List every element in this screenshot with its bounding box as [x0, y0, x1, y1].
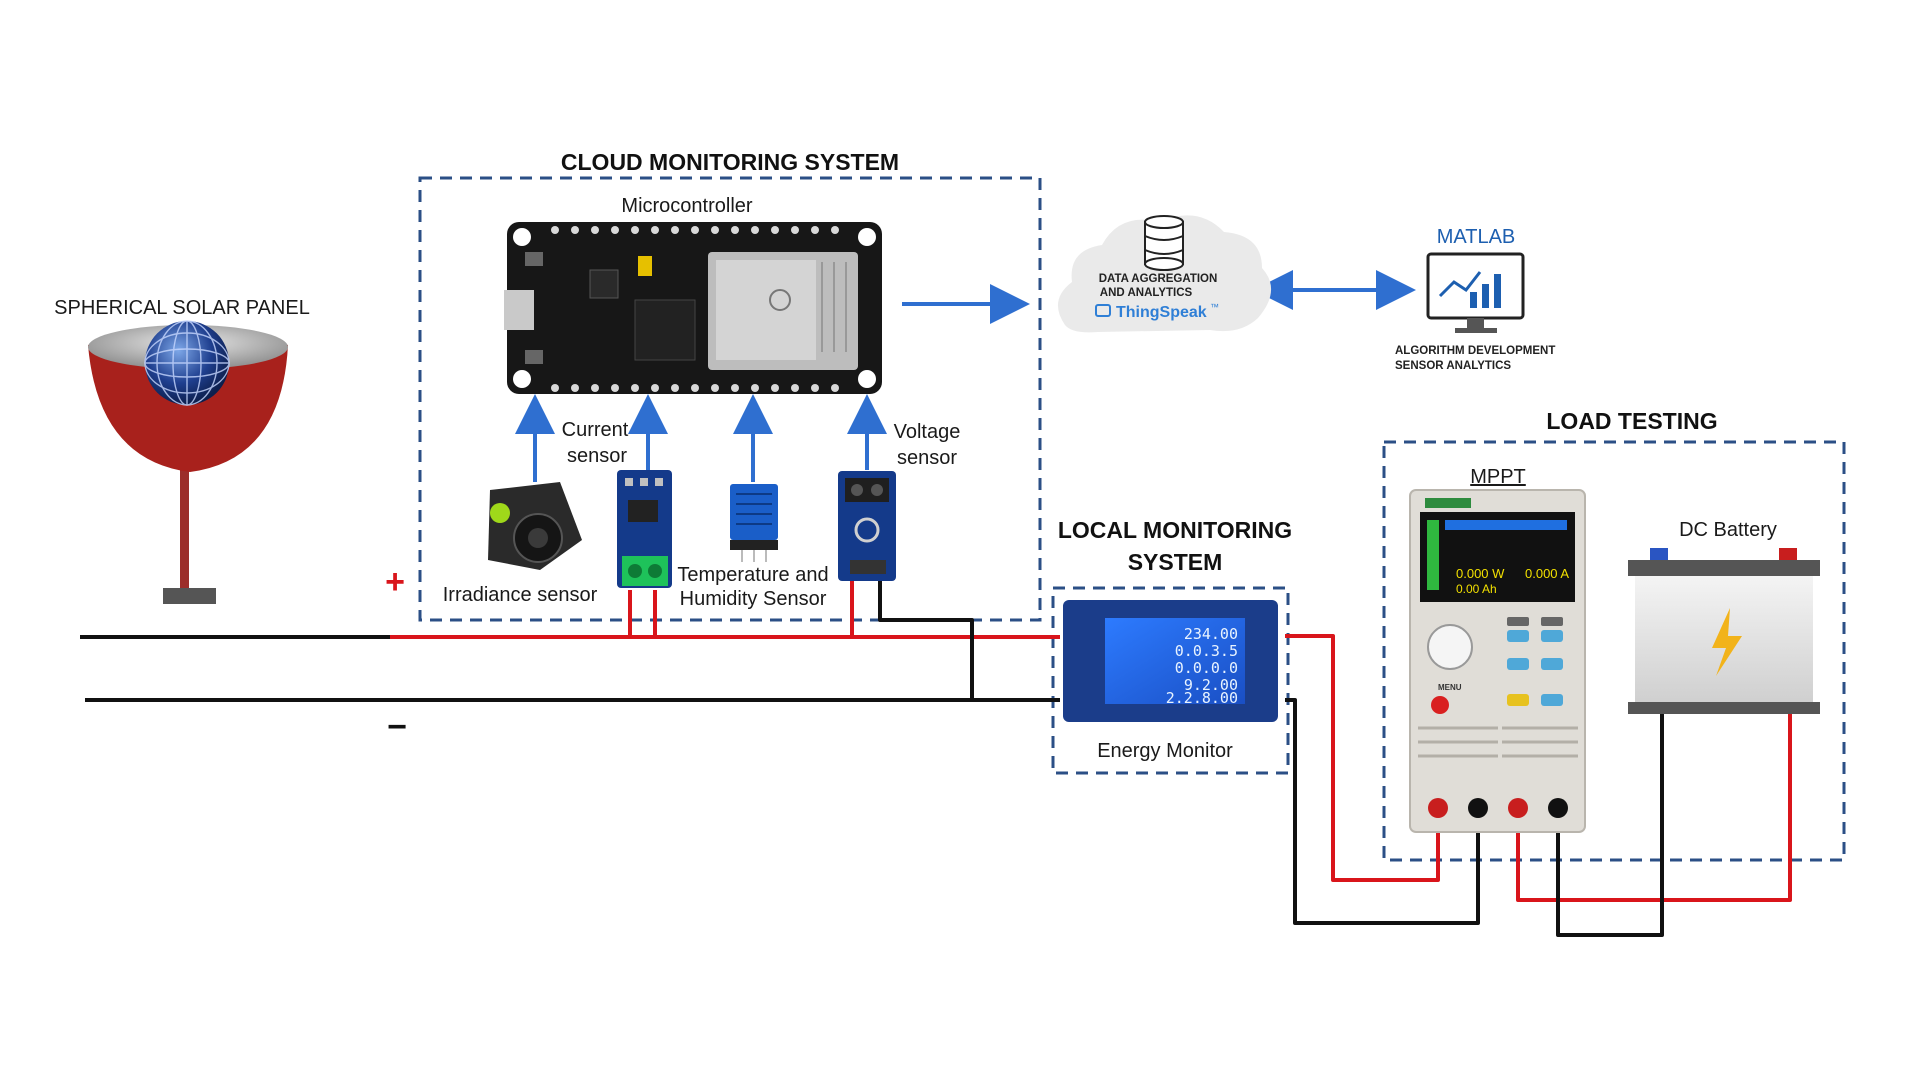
monitor-to-load-pos — [1285, 634, 1440, 882]
cloud-system-title: CLOUD MONITORING SYSTEM — [561, 149, 899, 175]
matlab-logo: MATLAB — [1437, 226, 1516, 248]
local-system-box — [1051, 586, 1290, 775]
load-terminals — [1428, 798, 1568, 818]
energy-reading-1: 234.00 — [1184, 625, 1238, 643]
panel-base — [163, 588, 216, 604]
monitor-to-load-neg — [1285, 698, 1480, 925]
header-pins-top — [551, 226, 839, 234]
cloud-line2: AND ANALYTICS — [1100, 287, 1193, 299]
energy-monitor: 234.00 0.0.3.5 0.0.0.0 9.2.00 2.2.8.00 E… — [1063, 600, 1278, 762]
header-pins-bottom — [551, 384, 839, 392]
positive-terminal-mark: + — [385, 563, 405, 601]
load-to-battery-pos — [1516, 560, 1792, 902]
matlab-block: MATLAB ALGORITHM DEVELOPMENT SENSOR ANAL… — [1395, 226, 1555, 372]
thingspeak-trademark: ™ — [1210, 302, 1219, 312]
thingspeak-cloud: DATA AGGREGATION AND ANALYTICS ThingSpea… — [1057, 215, 1272, 333]
local-system-title-line2: SYSTEM — [1128, 549, 1223, 575]
current-sensor: Current sensor — [562, 419, 672, 588]
cloud-system-box — [418, 176, 1042, 622]
voltage-sensor: Voltage sensor — [838, 421, 960, 581]
current-label-line2: sensor — [567, 445, 627, 467]
load-to-battery-neg — [1556, 560, 1664, 937]
microcontroller-board: Microcontroller — [504, 195, 882, 394]
rotary-knob — [1427, 624, 1473, 670]
energy-reading-3: 0.0.0.0 — [1175, 659, 1238, 677]
wiring — [80, 560, 1792, 937]
temperature-label-line1: Temperature and — [677, 564, 828, 586]
menu-button — [1431, 696, 1449, 714]
voltage-label-line2: sensor — [897, 447, 957, 469]
cloud-line1: DATA AGGREGATION — [1099, 273, 1218, 285]
energy-reading-5: 2.2.8.00 — [1166, 689, 1238, 707]
load-energy: 0.00 Ah — [1456, 582, 1497, 596]
matlab-line2: SENSOR ANALYTICS — [1395, 360, 1511, 372]
matlab-line1: ALGORITHM DEVELOPMENT — [1395, 345, 1555, 357]
mppt-label: MPPT — [1470, 466, 1526, 488]
lightning-icon — [1712, 608, 1742, 676]
microcontroller-label: Microcontroller — [621, 195, 752, 217]
database-icon — [1144, 215, 1184, 271]
irradiance-sensor: Irradiance sensor — [443, 482, 598, 606]
voltage-sensor-wire-neg — [878, 580, 974, 700]
load-testing-title: LOAD TESTING — [1546, 408, 1717, 434]
battery-label: DC Battery — [1679, 519, 1777, 541]
irradiance-label: Irradiance sensor — [443, 584, 598, 606]
energy-monitor-label: Energy Monitor — [1097, 740, 1233, 762]
mppt-electronic-load: MPPT 0.000 W 0.000 A 0.00 Ah MENU — [1409, 466, 1586, 833]
temperature-humidity-sensor: Temperature and Humidity Sensor — [677, 484, 829, 610]
load-power: 0.000 W — [1456, 566, 1505, 581]
negative-terminal-mark: − — [387, 708, 407, 746]
spherical-solar-panel: SPHERICAL SOLAR PANEL — [54, 297, 310, 604]
load-current: 0.000 A — [1525, 566, 1569, 581]
usb-port — [504, 290, 534, 330]
panel-pole — [180, 460, 189, 600]
menu-label: MENU — [1438, 683, 1462, 692]
monitor-chart-icon — [1426, 252, 1525, 333]
dc-battery: DC Battery — [1628, 519, 1820, 714]
current-label-line1: Current — [562, 419, 629, 441]
solar-panel-label: SPHERICAL SOLAR PANEL — [54, 297, 310, 319]
energy-reading-4: 9.2.00 — [1184, 676, 1238, 694]
voltage-label-line1: Voltage — [894, 421, 961, 443]
load-testing-box — [1382, 440, 1846, 862]
thingspeak-logo-icon — [1095, 304, 1111, 317]
local-system-title-line1: LOCAL MONITORING — [1058, 517, 1292, 543]
sensor-signal-arrows — [515, 270, 1416, 482]
temperature-label-line2: Humidity Sensor — [680, 588, 827, 610]
energy-reading-2: 0.0.3.5 — [1175, 642, 1238, 660]
thingspeak-brand: ThingSpeak — [1116, 304, 1207, 321]
